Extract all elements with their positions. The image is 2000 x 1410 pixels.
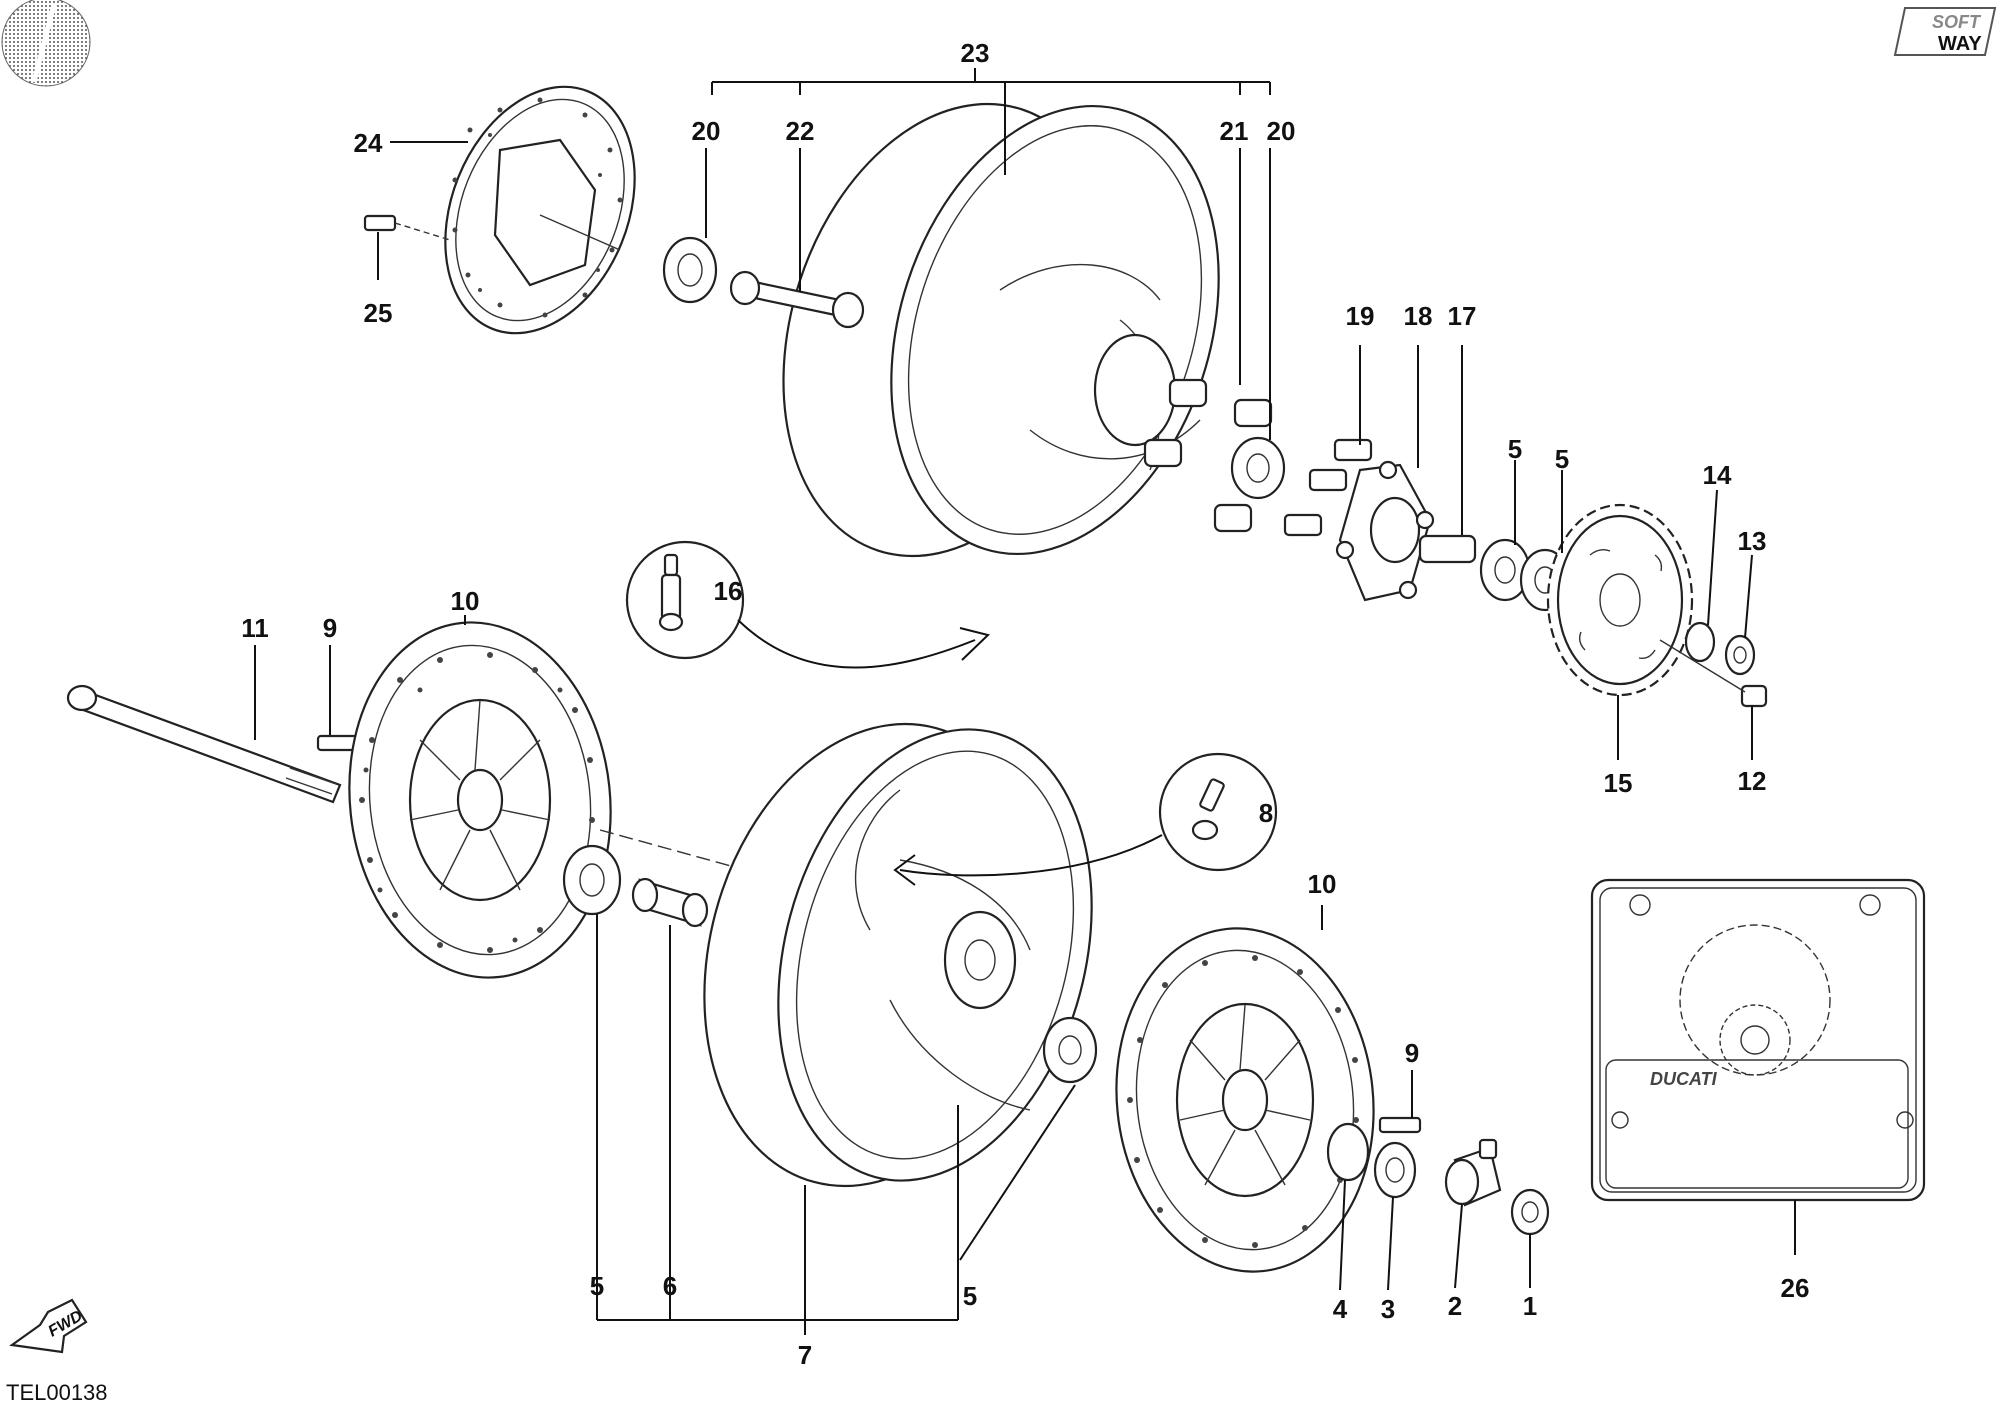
front-bearing-left [562, 844, 622, 916]
callout-11: 11 [241, 613, 269, 643]
callout-15: 15 [1604, 768, 1633, 798]
callout-13: 13 [1738, 526, 1767, 556]
softway-badge: SOFT WAY [1893, 7, 1997, 56]
rear-wheel-spacer [729, 270, 865, 329]
rear-brake-disc [444, 85, 636, 335]
sprocket-studs [1283, 438, 1373, 537]
callout-21: 21 [1220, 116, 1249, 146]
forward-arrow-icon: FWD [9, 1298, 88, 1354]
callout-5-d: 5 [963, 1281, 977, 1311]
front-bearing-right [1042, 1016, 1098, 1084]
callout-2: 2 [1448, 1291, 1462, 1321]
callout-4: 4 [1333, 1294, 1348, 1324]
callout-17: 17 [1448, 301, 1477, 331]
callout-3: 3 [1381, 1294, 1395, 1324]
callout-5-b: 5 [1555, 444, 1569, 474]
callout-16: 16 [714, 576, 743, 606]
callout-labels: 23 20 22 21 20 24 25 19 18 17 5 5 14 13 … [241, 38, 1809, 1370]
callout-22: 22 [786, 116, 815, 146]
callout-23: 23 [961, 38, 990, 68]
sprocket-nut [1659, 639, 1768, 708]
front-brake-disc-right [1115, 927, 1375, 1273]
callout-5-c: 5 [590, 1271, 604, 1301]
washer [1724, 634, 1756, 676]
callout-18: 18 [1404, 301, 1433, 331]
valve-inset-front [893, 752, 1278, 886]
rear-sprocket [1546, 503, 1694, 697]
callout-14: 14 [1703, 460, 1732, 490]
front-disc-bolt-right [1378, 1116, 1422, 1134]
callout-7: 7 [798, 1340, 812, 1370]
axle-nut [1510, 1188, 1550, 1236]
front-brake-disc-left [348, 621, 612, 979]
front-circlip [1326, 1122, 1370, 1182]
callout-19: 19 [1346, 301, 1375, 331]
leader-lines [254, 68, 1796, 1335]
corner-logo-icon [1, 0, 91, 87]
callout-25: 25 [364, 298, 393, 328]
callout-9-left: 9 [323, 613, 337, 643]
valve-inset-rear [625, 540, 990, 669]
rear-wheel-rim [782, 102, 1220, 558]
front-axle [66, 684, 342, 804]
badge-line1: SOFT [1932, 12, 1982, 32]
callout-1: 1 [1523, 1291, 1537, 1321]
rear-bearing-right [1230, 436, 1286, 500]
sprocket-carrier [1335, 460, 1435, 602]
front-wheel-rim [703, 722, 1093, 1188]
ducati-plate: DUCATI [1590, 878, 1926, 1202]
callout-10-right: 10 [1308, 869, 1337, 899]
callout-9-right: 9 [1405, 1038, 1419, 1068]
callout-12: 12 [1738, 766, 1767, 796]
front-seal [1373, 1141, 1417, 1199]
badge-line2: WAY [1938, 33, 1982, 55]
callout-20-left: 20 [692, 116, 721, 146]
callout-8: 8 [1259, 798, 1273, 828]
front-spacer [631, 877, 709, 928]
circlip [1684, 621, 1716, 663]
callout-24: 24 [354, 128, 383, 158]
plate-brand-text: DUCATI [1650, 1069, 1718, 1089]
callout-6: 6 [663, 1271, 677, 1301]
callout-26: 26 [1781, 1273, 1810, 1303]
rear-bearing-left [662, 236, 718, 304]
rear-disc-bolt [363, 214, 451, 241]
drawing-code: TEL00138 [6, 1380, 108, 1405]
callout-10-left: 10 [451, 586, 480, 616]
axle-clamp [1444, 1138, 1502, 1207]
carrier-shaft [1418, 534, 1477, 564]
callout-20-right: 20 [1267, 116, 1296, 146]
callout-5-a: 5 [1508, 434, 1522, 464]
